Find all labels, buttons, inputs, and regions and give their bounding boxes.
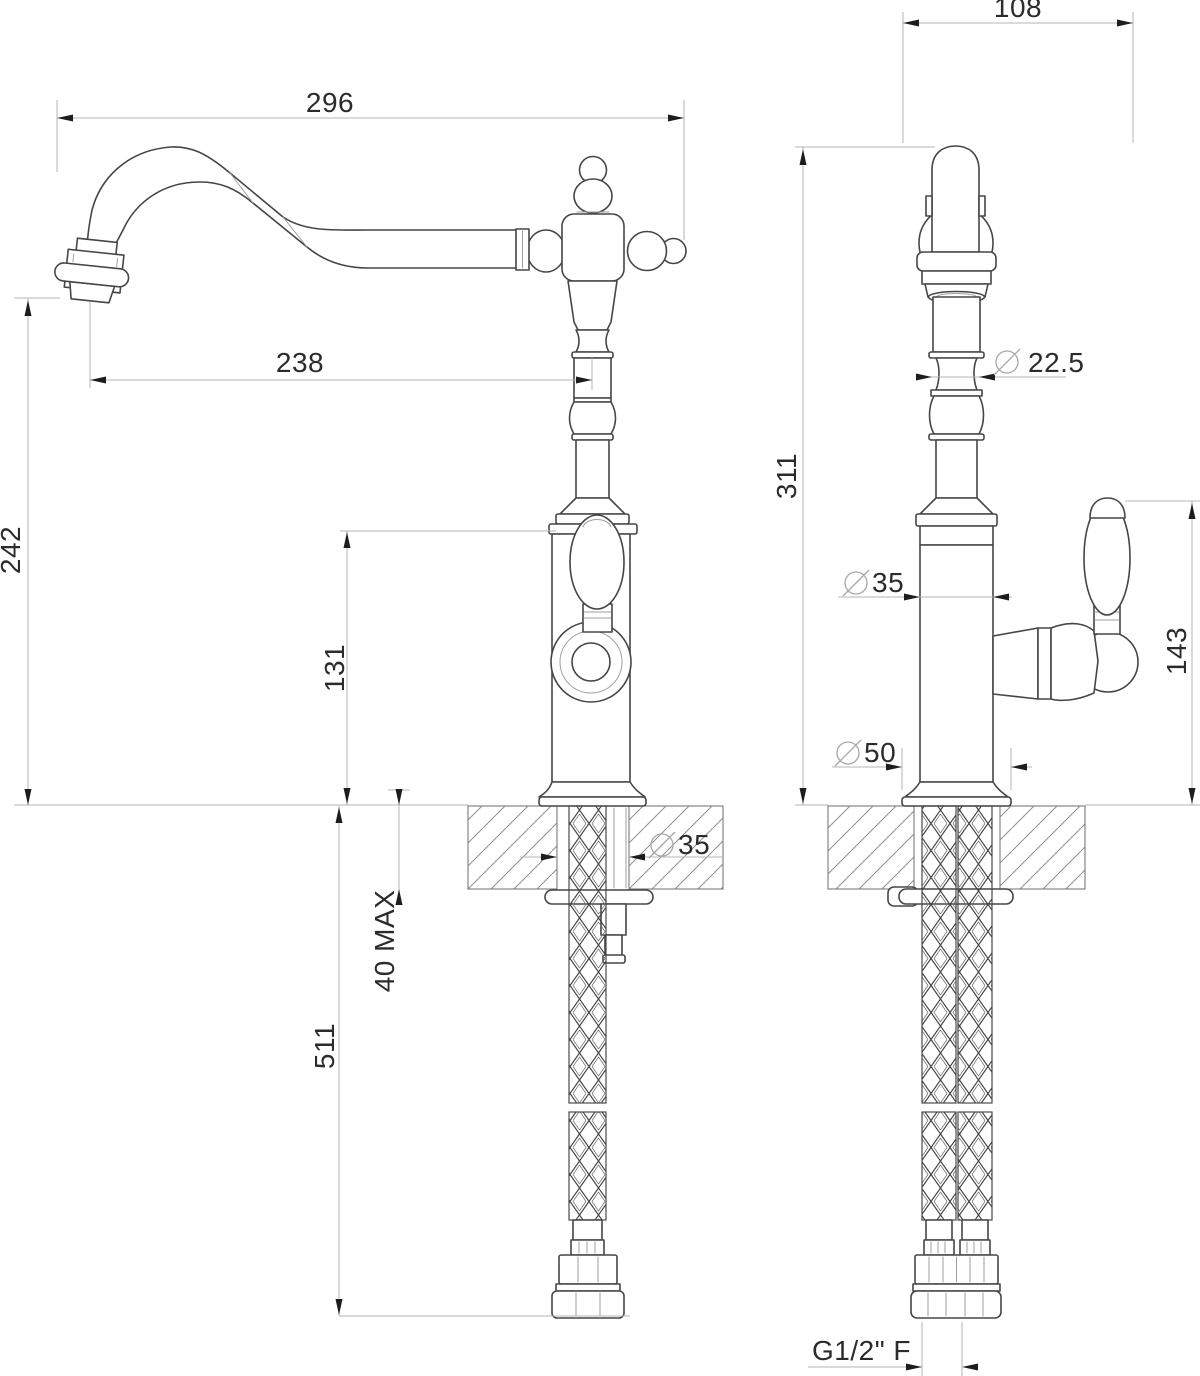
- dim-text-143: 143: [1161, 627, 1192, 675]
- hose-tube: [572, 1219, 603, 1241]
- dimension-spout-height: 242: [0, 297, 468, 806]
- base-flare: [538, 781, 646, 798]
- dimension-spout-diameter: 22.5: [916, 347, 1085, 381]
- dimension-overall-height: 311: [771, 146, 1200, 806]
- hose-nut-flange: [555, 1283, 621, 1292]
- dim-text-311: 311: [771, 453, 802, 499]
- hose-nut-upper: [558, 1254, 618, 1285]
- dim-text-hole-35: 35: [678, 829, 710, 860]
- base-plate: [538, 796, 647, 807]
- body-column-side: [919, 544, 994, 783]
- dim-text-40max: 40 MAX: [369, 890, 400, 993]
- dim-text-238: 238: [276, 347, 324, 378]
- swivel-band: [921, 270, 992, 285]
- dim-text-296: 296: [306, 87, 354, 118]
- spout-tube-side: [931, 145, 980, 253]
- base-plate-side: [901, 796, 1012, 807]
- finial-ball: [573, 178, 613, 214]
- hose-nuts-lower: [910, 1290, 1002, 1319]
- handle-hub: [1050, 622, 1099, 702]
- hose-nuts-flange: [912, 1283, 1001, 1292]
- dimension-overall-width: 296: [56, 87, 685, 240]
- dimension-handle-height: 143: [1090, 500, 1200, 806]
- dim-text-body-35: 35: [872, 567, 904, 598]
- dim-text-50: 50: [864, 737, 896, 768]
- handle-lever-front: [569, 514, 625, 633]
- dimension-body-diameter: 35: [838, 567, 1012, 601]
- front-view: [54, 146, 687, 1319]
- dimension-deck-thickness: 40 MAX: [369, 789, 410, 992]
- handle-hub-face: [550, 621, 632, 703]
- right-ball: [626, 230, 668, 272]
- spout: [86, 146, 518, 269]
- dim-text-511: 511: [309, 1023, 340, 1069]
- swivel-flange: [916, 251, 997, 272]
- side-view: [887, 145, 1139, 1319]
- supply-hoses-side: [910, 805, 1002, 1319]
- dimension-body-height: 131: [319, 530, 556, 805]
- dimension-hose-length: 511: [309, 806, 630, 1317]
- left-bulb: [526, 229, 566, 273]
- dimension-connection-thread: G1/2" F: [808, 1322, 978, 1376]
- lever-cap: [1089, 497, 1126, 519]
- dim-text-108: 108: [994, 0, 1042, 23]
- dimension-spout-reach: 238: [89, 302, 593, 390]
- countertop-front-view: [467, 805, 724, 890]
- dim-text-22-5: 22.5: [1028, 347, 1085, 378]
- handle-side: [992, 497, 1139, 702]
- dimension-depth: 108: [902, 0, 1134, 143]
- hose-nut-lower: [551, 1290, 625, 1319]
- dim-text-131: 131: [319, 644, 350, 692]
- base-flare-side: [904, 781, 1009, 798]
- supply-hose-front: [551, 805, 625, 1319]
- body-top-cross: [515, 155, 687, 282]
- dim-text-242: 242: [0, 526, 26, 574]
- dimension-hole-diameter: 35: [520, 829, 723, 861]
- dimension-base-diameter: 50: [832, 737, 1032, 790]
- dim-text-g12f: G1/2" F: [812, 1335, 911, 1366]
- baluster-column-side: [915, 296, 998, 546]
- countertop-side-view: [827, 805, 1086, 890]
- spout-outlet: [54, 237, 130, 304]
